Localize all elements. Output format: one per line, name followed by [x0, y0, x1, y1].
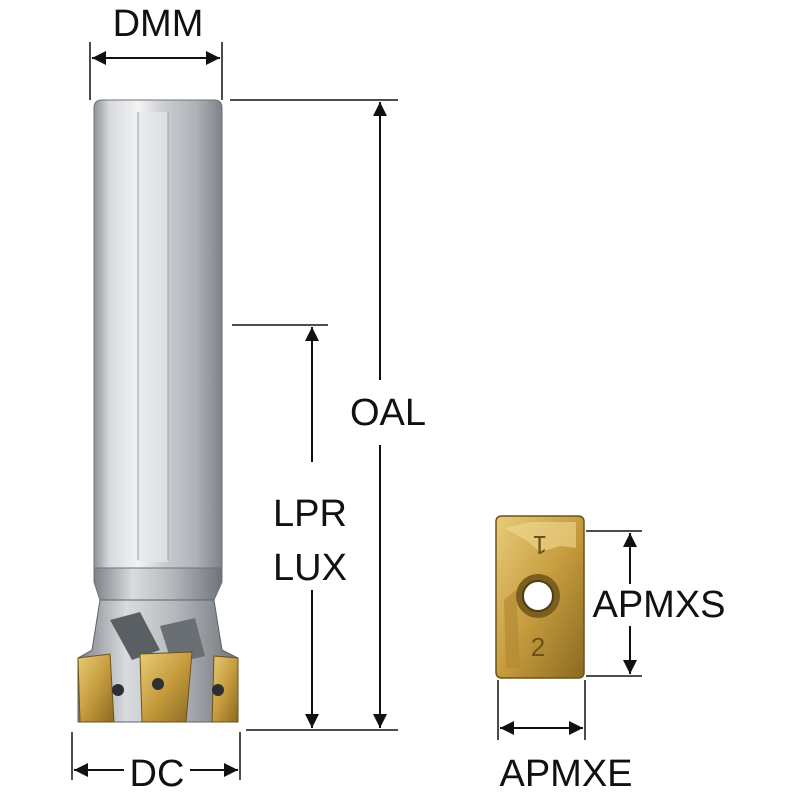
apmxe-label: APMXE — [499, 753, 632, 795]
insert-detail: 1 2 — [495, 515, 585, 679]
end-mill-tool — [77, 99, 239, 723]
head-insert-center — [139, 651, 193, 723]
head-insert-right — [211, 655, 239, 723]
lux-label: LUX — [273, 547, 347, 589]
head-insert-left — [77, 653, 115, 723]
tool-neck — [93, 567, 223, 601]
shank-flat — [138, 112, 168, 562]
apmxs-label: APMXS — [592, 584, 725, 626]
head-screw-center — [152, 678, 164, 690]
oal-label: OAL — [350, 392, 426, 434]
lpr-label: LPR — [273, 493, 347, 535]
head-screw-left — [112, 684, 124, 696]
dc-label: DC — [130, 753, 185, 795]
head-screw-right — [212, 684, 224, 696]
dmm-label: DMM — [113, 3, 204, 45]
insert-edge-mark-2: 2 — [531, 632, 545, 662]
extension-lines — [71, 42, 642, 780]
insert-edge-mark-1: 1 — [533, 530, 547, 560]
